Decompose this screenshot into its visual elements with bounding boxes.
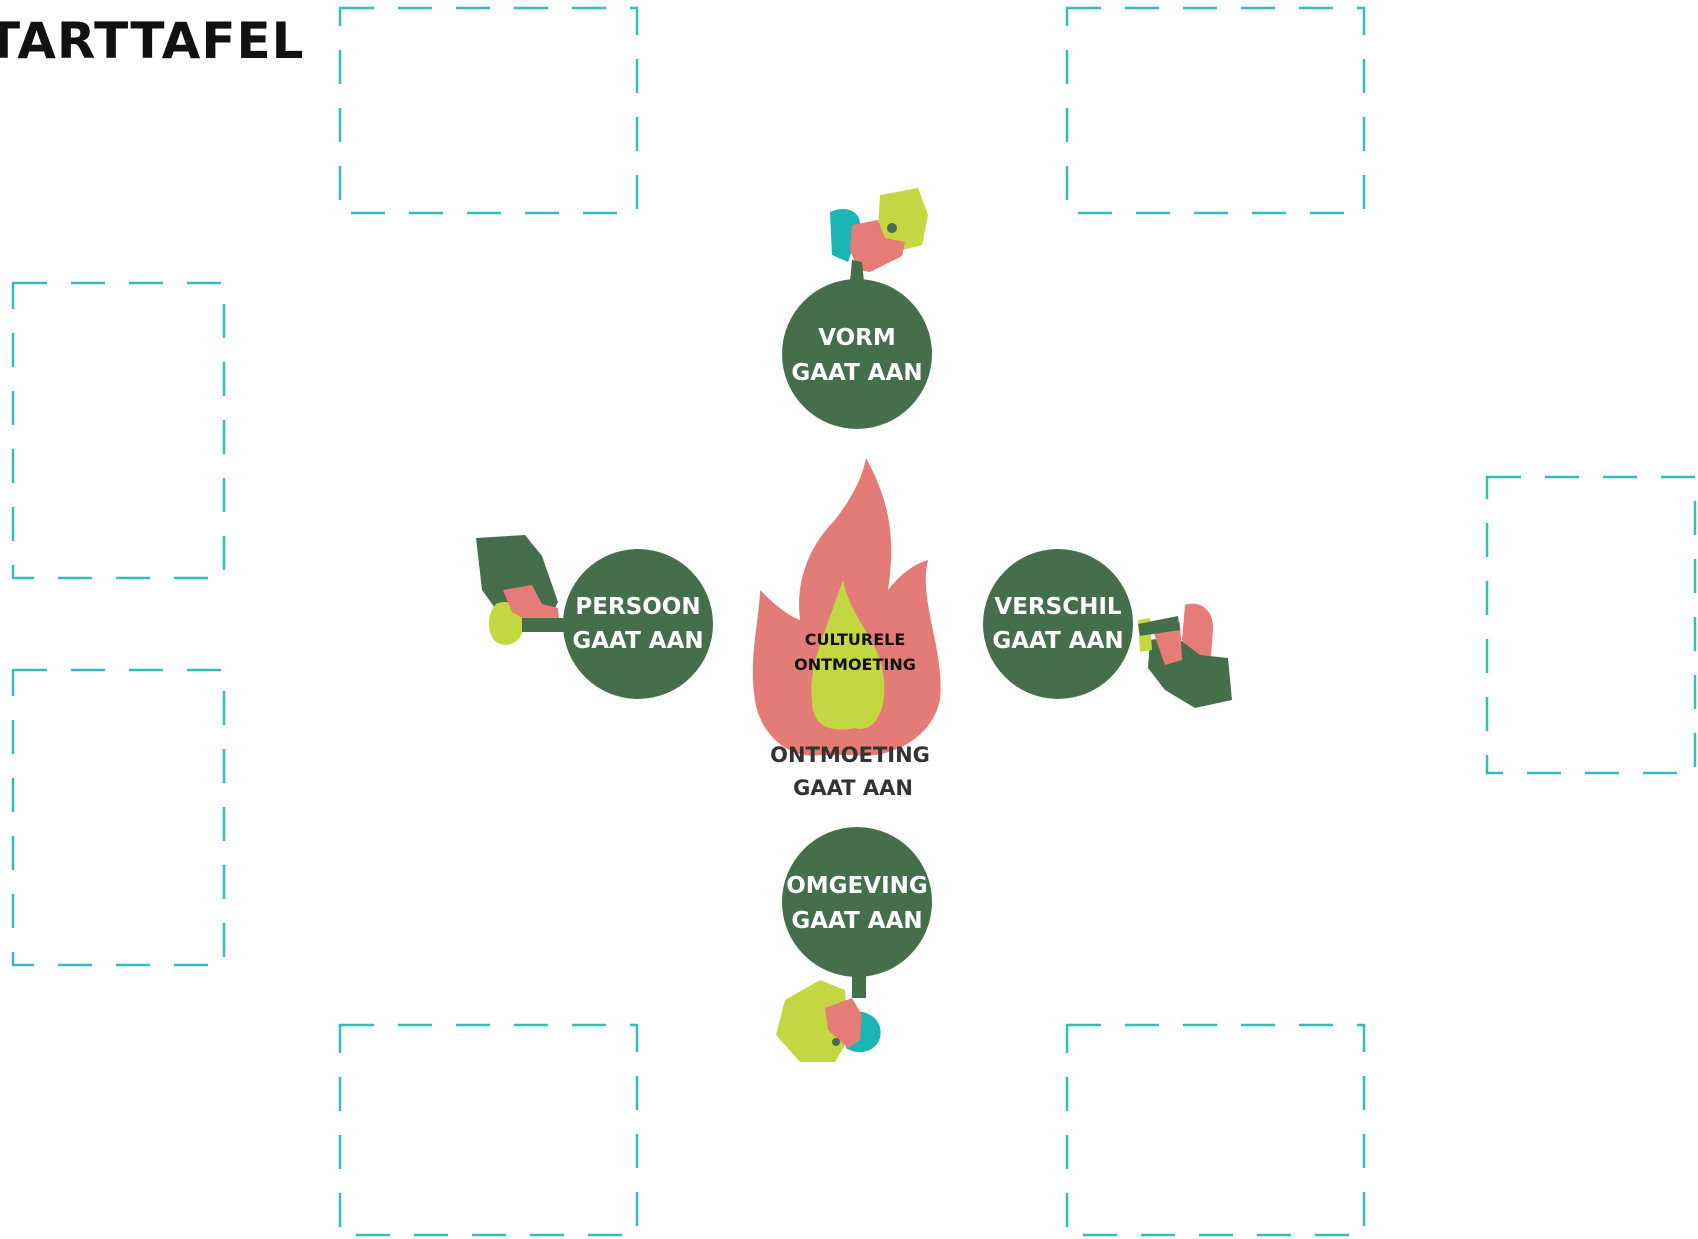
omgeving-label-line2: GAAT AAN bbox=[791, 908, 922, 934]
omgeving-node[interactable]: OMGEVING GAAT AAN bbox=[782, 827, 932, 977]
placeholder-box-left-upper[interactable] bbox=[11, 281, 226, 580]
center-label-line2: ONTMOETING bbox=[794, 655, 916, 674]
flame-icon bbox=[752, 458, 941, 756]
verschil-node[interactable]: VERSCHIL GAAT AAN bbox=[983, 549, 1133, 699]
placeholder-box-top-left[interactable] bbox=[338, 6, 639, 215]
persoon-label-line2: GAAT AAN bbox=[572, 628, 703, 654]
page-title: TARTTAFEL bbox=[0, 12, 305, 70]
vorm-label-line1: VORM bbox=[818, 325, 896, 351]
verschil-label-line1: VERSCHIL bbox=[994, 594, 1121, 620]
ontmoeting-label-line1: ONTMOETING bbox=[770, 743, 930, 767]
drinking-person-icon-top bbox=[830, 188, 928, 282]
verschil-label-line2: GAAT AAN bbox=[992, 628, 1123, 654]
vorm-label-line2: GAAT AAN bbox=[791, 360, 922, 386]
drinking-person-icon-bottom bbox=[776, 972, 881, 1062]
placeholder-box-bottom-right[interactable] bbox=[1065, 1023, 1366, 1237]
vorm-node[interactable]: VORM GAAT AAN bbox=[782, 279, 932, 429]
persoon-label-line1: PERSOON bbox=[575, 594, 700, 620]
ontmoeting-label-line2: GAAT AAN bbox=[793, 776, 913, 800]
drinking-person-icon-left bbox=[476, 535, 566, 645]
persoon-node[interactable]: PERSOON GAAT AAN bbox=[563, 549, 713, 699]
omgeving-label-line1: OMGEVING bbox=[786, 873, 928, 899]
placeholder-box-top-right[interactable] bbox=[1065, 6, 1366, 215]
placeholder-box-bottom-left[interactable] bbox=[338, 1023, 639, 1237]
center-label-line1: CULTURELE bbox=[805, 630, 906, 649]
placeholder-box-right[interactable] bbox=[1485, 475, 1697, 775]
placeholder-box-left-lower[interactable] bbox=[11, 668, 226, 967]
drinking-person-icon-right bbox=[1138, 603, 1232, 708]
